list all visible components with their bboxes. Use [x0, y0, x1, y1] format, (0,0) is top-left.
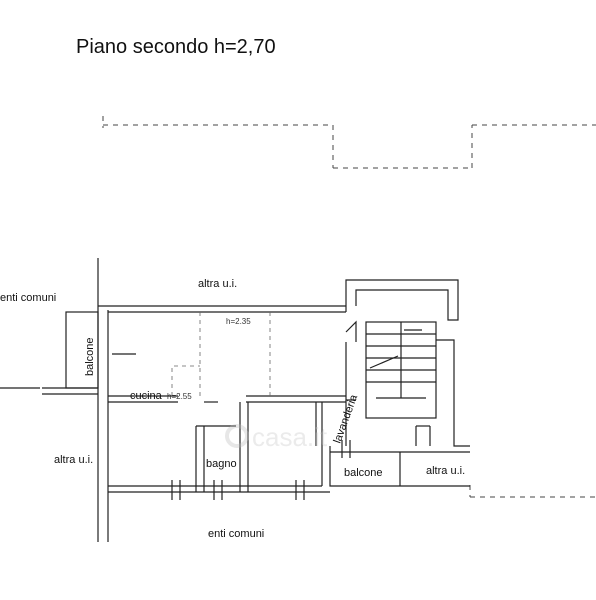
- label-enti-comuni-left: enti comuni: [0, 292, 56, 304]
- label-altra-ui-top: altra u.i.: [198, 278, 237, 290]
- label-altra-ui-right: altra u.i.: [426, 465, 465, 477]
- label-h-living: h=2.35: [226, 317, 251, 326]
- watermark-logo: casa.it: [225, 422, 328, 452]
- walls: [0, 258, 470, 542]
- label-bagno: bagno: [206, 458, 237, 470]
- label-h-cucina: h=2.55: [167, 392, 192, 401]
- label-cucina: cucina: [130, 390, 163, 402]
- label-balcone-left: balcone: [84, 337, 96, 376]
- dashed-boundary-bottom-right: [469, 485, 596, 498]
- label-altra-ui-left: altra u.i.: [54, 454, 93, 466]
- ceiling-dashed-lines: [171, 312, 271, 396]
- watermark-text: casa.it: [252, 422, 328, 452]
- label-enti-comuni-bottom: enti comuni: [208, 528, 264, 540]
- label-balcone-right: balcone: [344, 467, 383, 479]
- dashed-boundary-top: [102, 116, 596, 169]
- plan-title: Piano secondo h=2,70: [76, 36, 276, 58]
